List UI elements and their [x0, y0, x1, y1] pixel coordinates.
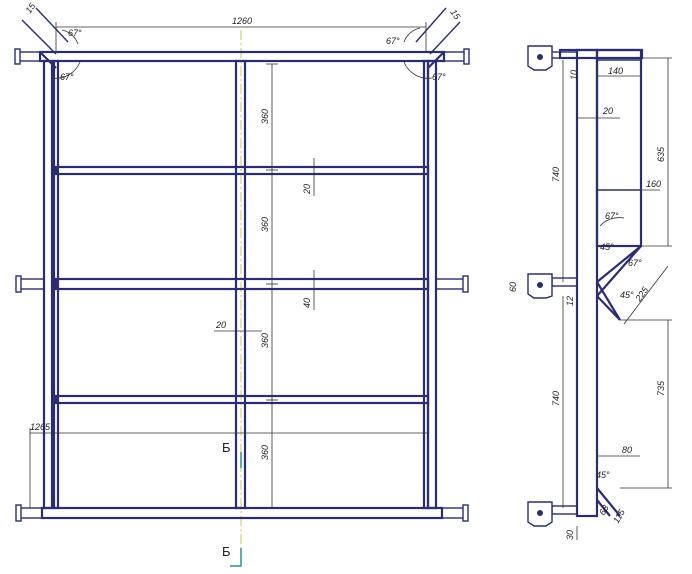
dim-1265: 1265 — [30, 422, 51, 432]
dim-bay-1: 360 — [260, 109, 270, 124]
dim-12: 12 — [565, 296, 575, 306]
top-rail — [38, 50, 446, 63]
angle-arc-side-67a — [599, 217, 625, 227]
angle-side-45a: 45° — [600, 242, 614, 252]
side-rear-post — [595, 48, 643, 248]
side-top-cap — [558, 48, 644, 60]
side-bracket-bottom — [527, 501, 578, 527]
dim-bay-3: 360 — [260, 333, 270, 348]
angle-side-45c: 45° — [596, 470, 610, 480]
dim-80: 80 — [622, 445, 632, 455]
stub-top-left — [14, 48, 41, 65]
dim-160: 160 — [646, 179, 661, 189]
top-left-angle-end-2 — [35, 7, 69, 43]
cross-member-2 — [54, 277, 430, 291]
right-post — [426, 59, 438, 510]
angle-tl-lower: 67° — [60, 72, 74, 82]
angle-arc-tr-upper — [403, 27, 421, 43]
dim-10: 10 — [569, 70, 579, 80]
dim-225: 225 — [633, 284, 651, 304]
left-inner-post — [52, 59, 60, 510]
angle-arc-tr-lower — [403, 61, 433, 79]
dim-20-side: 20 — [602, 106, 613, 116]
angle-side-67b: 67° — [628, 258, 642, 268]
stub-bottom-right — [441, 504, 469, 522]
dim-line-225 — [623, 265, 669, 325]
dim-735: 735 — [656, 380, 666, 396]
side-bracket-mid — [527, 273, 578, 299]
dim-bay-4: 360 — [260, 445, 270, 460]
dim-740-top: 740 — [551, 167, 561, 182]
dim-rail-20: 20 — [302, 184, 312, 195]
dim-15-right: 15 — [448, 7, 463, 22]
angle-tr-upper: 67° — [386, 36, 400, 46]
dim-1260: 1260 — [232, 16, 252, 26]
side-main-post — [575, 48, 599, 518]
corner-brace-top-right — [427, 51, 445, 69]
section-label-top: Б — [222, 440, 231, 455]
stub-bottom-left — [15, 504, 43, 522]
angle-arc-tl-lower — [51, 61, 81, 79]
angle-side-45b: 45° — [620, 290, 634, 300]
left-post — [42, 59, 54, 510]
side-bracket-top — [527, 45, 578, 71]
dim-30: 30 — [565, 530, 575, 540]
bottom-rail — [40, 506, 444, 520]
dim-740-bottom: 740 — [551, 391, 561, 406]
dim-bay-2: 360 — [260, 217, 270, 232]
corner-brace-top-left — [39, 51, 57, 69]
stub-mid-right — [435, 275, 469, 293]
side-brace-bottom — [596, 487, 621, 517]
top-right-angle-end — [429, 21, 461, 55]
center-post — [234, 59, 247, 510]
section-label-bottom: Б — [222, 544, 231, 559]
cross-member-3 — [54, 394, 430, 405]
dim-post-20: 20 — [215, 320, 226, 330]
angle-arc-tl-upper — [61, 29, 79, 45]
stub-mid-left — [15, 275, 45, 293]
top-left-angle-end — [21, 19, 57, 55]
dim-140: 140 — [608, 66, 623, 76]
dim-15-left: 15 — [23, 0, 38, 15]
dim-60: 60 — [508, 282, 518, 292]
angle-tr-lower: 67° — [432, 72, 446, 82]
side-view: 635 10 140 20 740 160 67° 45° 67° 45° 22… — [508, 45, 672, 540]
dim-635: 635 — [656, 146, 666, 162]
dim-rail-40: 40 — [302, 298, 312, 308]
angle-tl-upper: 67° — [68, 28, 82, 38]
front-view: 1260 15 15 67° 67° 67° 67° 360 360 360 3… — [14, 0, 470, 570]
dim-68: 68 — [597, 503, 611, 517]
stub-top-right — [443, 48, 470, 65]
side-brace-mid — [596, 245, 642, 321]
top-right-angle-end-2 — [415, 7, 447, 43]
cross-member-1 — [54, 165, 430, 176]
angle-side-67a: 67° — [605, 211, 619, 221]
